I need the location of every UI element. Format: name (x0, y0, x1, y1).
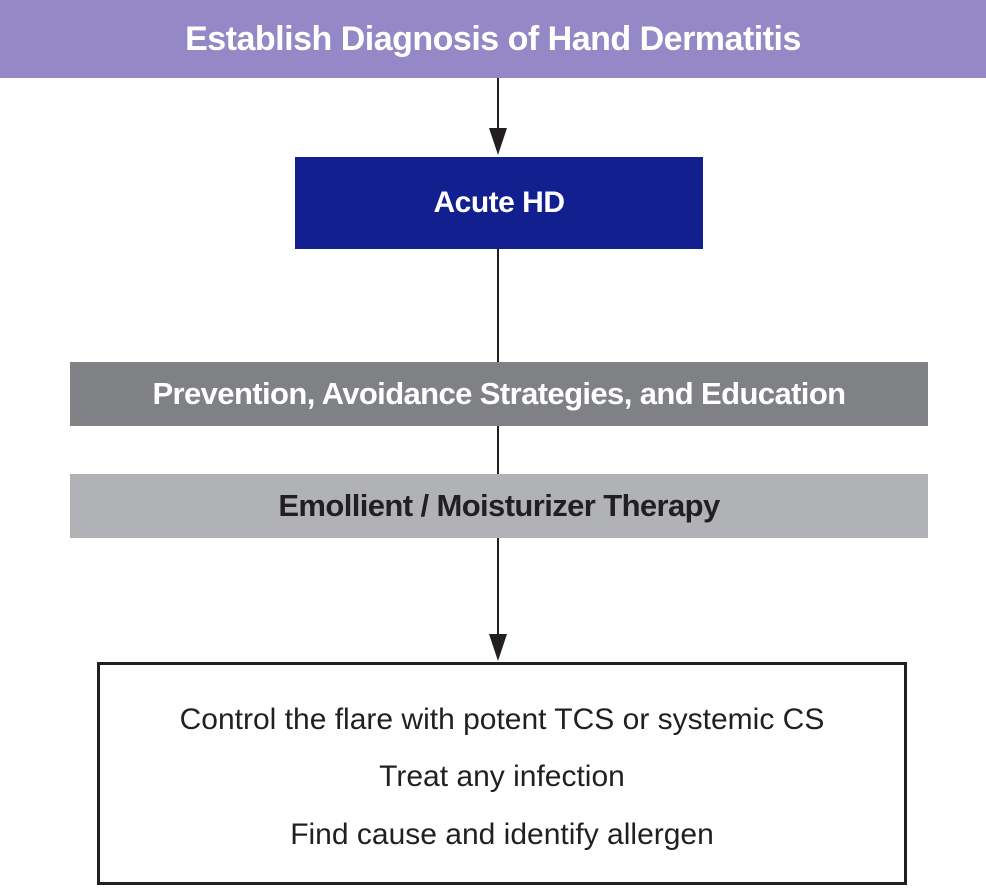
emollient-box: Emollient / Moisturizer Therapy (70, 474, 928, 538)
prevention-box: Prevention, Avoidance Strategies, and Ed… (70, 362, 928, 426)
actions-box: Control the flare with potent TCS or sys… (97, 662, 907, 885)
action-item: Control the flare with potent TCS or sys… (179, 703, 825, 736)
acute-hd-box: Acute HD (295, 157, 703, 249)
arrowhead-icon (489, 128, 507, 155)
action-item: Find cause and identify allergen (290, 818, 714, 851)
diagnosis-header: Establish Diagnosis of Hand Dermatitis (0, 0, 986, 78)
arrowhead-icon (489, 634, 507, 661)
action-item: Treat any infection (379, 760, 625, 793)
